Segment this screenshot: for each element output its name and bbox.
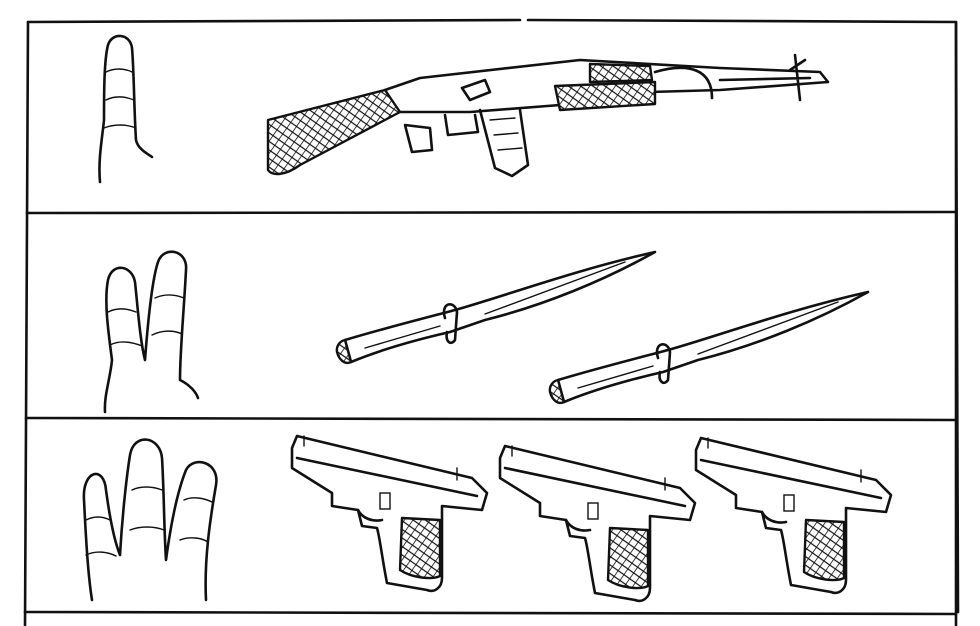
divider [23,610,958,616]
hand-three-fingers-icon [82,438,218,602]
panel-frame [23,18,960,626]
knife-icon [335,250,657,365]
divider [25,210,958,215]
hand-two-fingers-icon [103,250,200,414]
divider [24,416,958,422]
rifle-icon [266,53,830,178]
hand-one-finger-icon [98,34,154,184]
knife-icon [548,290,870,405]
pistol-icon [498,444,697,603]
pistol-icon [694,436,893,595]
pistol-icon [290,434,489,593]
